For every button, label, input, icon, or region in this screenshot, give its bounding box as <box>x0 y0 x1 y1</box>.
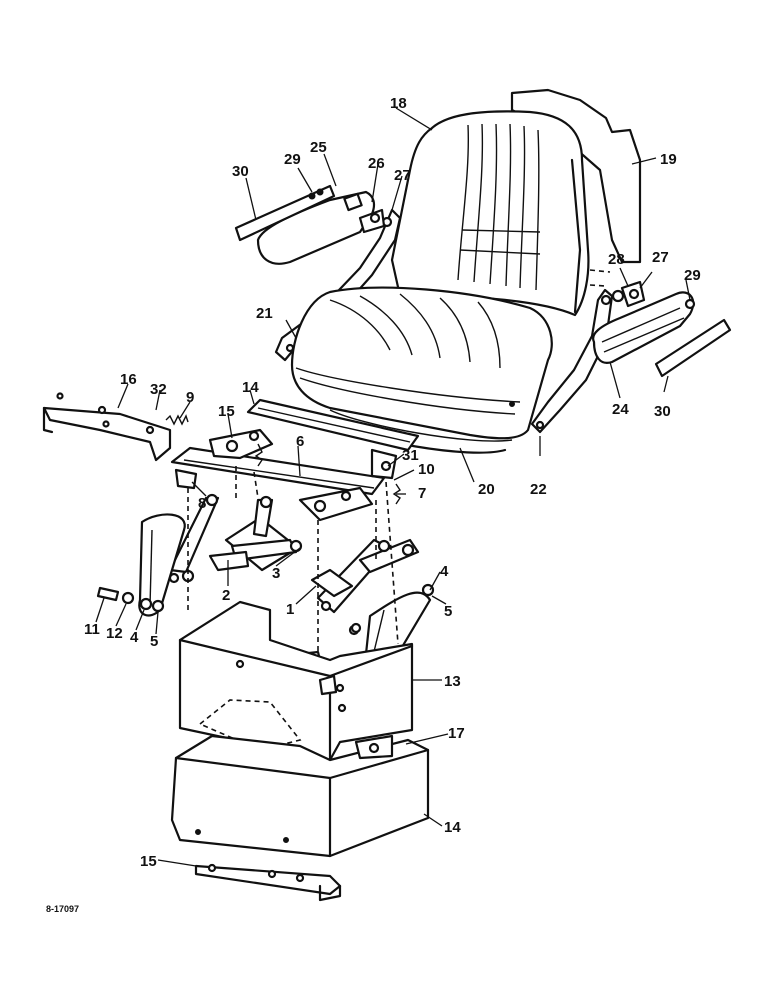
callout-30b: 30 <box>654 403 671 420</box>
callout-28b: 28 <box>608 251 625 268</box>
springs-7-31 <box>254 443 401 505</box>
drawing-code: 8-17097 <box>46 904 79 914</box>
callout-28a: 27 <box>394 167 411 184</box>
seat-cushion <box>290 286 553 454</box>
callout-5b: 5 <box>444 603 452 620</box>
callout-22: 19 <box>660 151 677 168</box>
seat-slide-rail-16 <box>246 398 420 452</box>
callout-27b: 27 <box>652 249 669 266</box>
callout-9: 9 <box>186 389 194 406</box>
callout-4b: 4 <box>440 563 449 580</box>
right-armrest-pad <box>654 318 732 378</box>
callout-19: 17 <box>448 725 465 742</box>
callout-2: 2 <box>222 587 230 604</box>
callout-17: 15 <box>218 403 235 420</box>
callout-30a: 30 <box>232 163 249 180</box>
callout-13: 13 <box>444 673 461 690</box>
callout-5a: 5 <box>150 633 158 650</box>
seat-slide-frame-6 <box>170 428 398 522</box>
pins-bushings-left <box>96 586 165 613</box>
leader-lines <box>95 107 691 867</box>
callout-21: 18 <box>390 95 407 112</box>
callout-7: 7 <box>418 485 426 502</box>
callout-25: 24 <box>612 401 629 418</box>
callout-24: 21 <box>256 305 273 322</box>
callout-32: 32 <box>150 381 167 398</box>
left-armrest-pad <box>234 184 336 242</box>
right-armrest <box>592 280 696 364</box>
callout-8: 8 <box>198 495 206 512</box>
callout-27a: 26 <box>368 155 385 172</box>
seat-track-bracket-18 <box>42 392 172 462</box>
callout-20: 20 <box>478 481 495 498</box>
callout-3: 3 <box>272 565 280 582</box>
suspension-housing-13 <box>178 600 414 762</box>
base-box-14 <box>170 734 430 858</box>
callout-11: 11 <box>84 621 100 638</box>
callout-4a: 4 <box>130 629 139 646</box>
callout-26: 25 <box>310 139 327 156</box>
callout-12: 12 <box>106 625 123 642</box>
callout-15: 15 <box>140 853 157 870</box>
callout-1: 1 <box>286 601 294 618</box>
seat-back-cushion <box>390 110 590 317</box>
mounting-bracket-15 <box>194 863 342 902</box>
callout-29b: 29 <box>684 267 701 284</box>
callout-18: 16 <box>120 371 137 388</box>
callout-labels: 18 19 25 29 30 26 27 21 28 27 29 24 30 2… <box>46 95 701 914</box>
callout-16: 14 <box>242 379 259 396</box>
callout-10: 10 <box>418 461 435 478</box>
callout-23: 22 <box>530 481 547 498</box>
callout-6: 6 <box>296 433 304 450</box>
spring-9 <box>165 414 189 426</box>
callout-14: 14 <box>444 819 461 836</box>
callout-31: 31 <box>402 447 419 464</box>
callout-29a: 29 <box>284 151 301 168</box>
assembly-centerlines <box>187 466 399 654</box>
